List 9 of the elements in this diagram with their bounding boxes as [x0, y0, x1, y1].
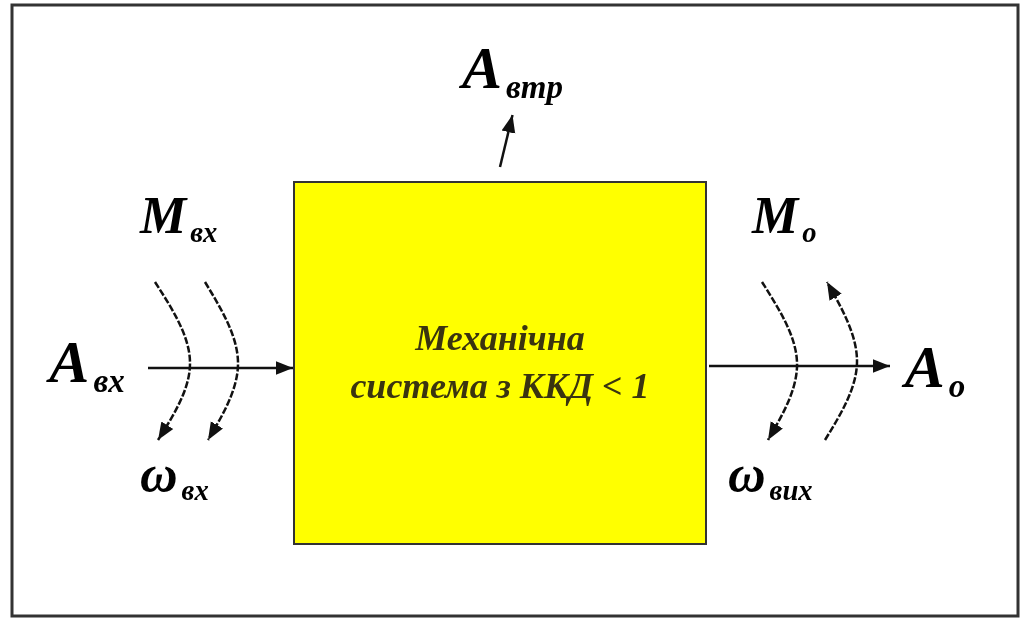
arrow: [709, 359, 890, 373]
symbol-label: M$_{вх}$: [140, 190, 218, 248]
symbol-label: ω$_{вих}$: [728, 448, 813, 506]
symbol-label: ω$_{вх}$: [140, 448, 209, 506]
arrow: [148, 361, 293, 375]
symbol-label: M$_{о}$: [752, 190, 817, 248]
arrow: [498, 114, 516, 168]
box-text: Механічна система з ККД < 1: [350, 317, 650, 408]
process-box: [293, 181, 707, 545]
